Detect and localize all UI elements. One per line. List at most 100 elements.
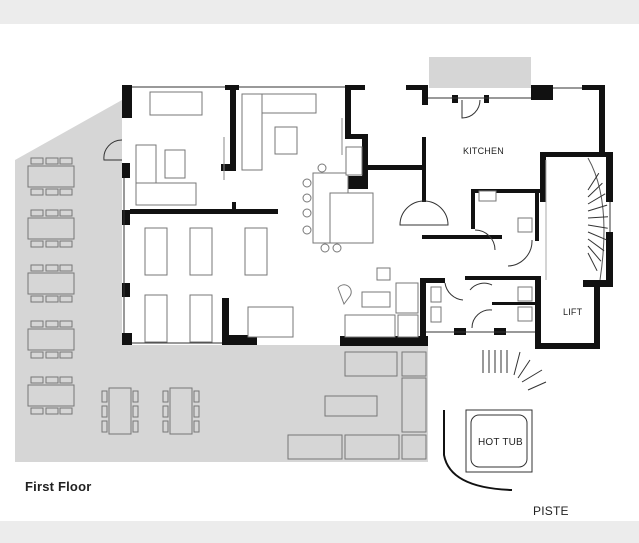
outdoor-chair <box>59 264 73 272</box>
indoor-furniture <box>135 91 533 343</box>
doors <box>103 99 533 329</box>
wall <box>362 134 368 189</box>
stair-step <box>587 231 607 241</box>
windows <box>123 86 611 344</box>
outdoor-table <box>27 328 75 351</box>
outdoor-chair <box>132 405 139 418</box>
outdoor-chair <box>30 188 44 196</box>
wall <box>345 176 368 189</box>
wall <box>122 163 130 178</box>
top-band <box>0 0 639 24</box>
lounge-seat <box>401 351 427 377</box>
furniture-piece <box>241 93 263 171</box>
wall <box>122 333 132 345</box>
stair-step <box>587 245 602 262</box>
bar-stool <box>302 208 312 218</box>
outdoor-chair <box>101 405 108 418</box>
furniture-piece <box>149 91 203 116</box>
stair-step <box>587 193 606 205</box>
wall <box>540 152 546 202</box>
outdoor-furniture <box>27 157 427 460</box>
outdoor-chair <box>59 188 73 196</box>
bar-stool <box>302 178 312 188</box>
bar-stool <box>320 243 330 253</box>
outdoor-chair <box>193 405 200 418</box>
outdoor-chair <box>30 295 44 303</box>
stair-step <box>587 238 605 252</box>
bottom-band <box>0 521 639 543</box>
outdoor-table <box>27 272 75 295</box>
wall <box>465 276 540 280</box>
furniture-piece <box>478 190 497 202</box>
wall <box>221 164 236 171</box>
hot-tub <box>465 409 533 473</box>
furniture-piece <box>144 227 168 276</box>
outdoor-chair <box>45 240 59 248</box>
wall <box>540 152 613 157</box>
wall <box>606 152 613 202</box>
wall <box>582 85 605 90</box>
lounge-seat <box>401 377 427 433</box>
wall <box>531 85 553 100</box>
wall <box>345 85 365 90</box>
lounge-seat <box>344 434 400 460</box>
wall <box>535 276 541 348</box>
wall <box>230 85 236 170</box>
lounge-seat <box>344 351 398 377</box>
wall <box>406 85 428 90</box>
floor-title: First Floor <box>25 479 92 494</box>
outdoor-chair <box>59 407 73 415</box>
furniture-piece <box>397 314 419 338</box>
hot-tub-label: HOT TUB <box>478 437 523 448</box>
staircase <box>545 157 609 281</box>
lounge-seat <box>401 434 427 460</box>
exterior-steps <box>482 350 547 391</box>
bar-stool <box>302 193 312 203</box>
furniture-piece <box>430 286 442 303</box>
wall <box>422 235 502 239</box>
wall <box>345 134 365 139</box>
furniture-piece <box>361 291 391 308</box>
hot-tub-inner <box>470 414 528 468</box>
terrace <box>15 100 428 462</box>
outdoor-chair <box>59 295 73 303</box>
wall <box>122 210 130 225</box>
furniture-piece <box>430 306 442 323</box>
outdoor-chair <box>45 407 59 415</box>
outdoor-chair <box>45 376 59 384</box>
bar-stool <box>302 225 312 235</box>
outdoor-chair <box>59 209 73 217</box>
furniture-piece <box>345 146 363 176</box>
stair-step <box>587 182 603 198</box>
wall <box>599 85 605 155</box>
furniture-piece <box>274 126 298 155</box>
wall <box>594 280 600 349</box>
lounge-seat <box>324 395 378 417</box>
armchair <box>337 284 352 306</box>
wall <box>362 165 422 170</box>
lounge-seat <box>287 434 343 460</box>
stair-step <box>587 204 608 212</box>
outdoor-chair <box>59 376 73 384</box>
outdoor-chair <box>59 240 73 248</box>
outdoor-chair <box>30 209 44 217</box>
bar-stool <box>332 243 342 253</box>
wall <box>420 278 426 346</box>
outdoor-chair <box>162 405 169 418</box>
wall <box>484 95 489 103</box>
stair-step <box>587 172 600 191</box>
outdoor-chair <box>59 320 73 328</box>
outdoor-chair <box>30 240 44 248</box>
outdoor-chair <box>132 390 139 403</box>
outdoor-table <box>27 384 75 407</box>
piste-label: PISTE <box>533 504 569 518</box>
furniture-piece <box>247 306 294 338</box>
furniture-piece <box>517 286 533 302</box>
wall <box>222 335 257 345</box>
outdoor-chair <box>59 157 73 165</box>
outdoor-chair <box>30 320 44 328</box>
furniture-piece <box>189 294 213 343</box>
outdoor-chair <box>45 351 59 359</box>
stair-step <box>587 216 609 219</box>
wall <box>422 85 428 105</box>
